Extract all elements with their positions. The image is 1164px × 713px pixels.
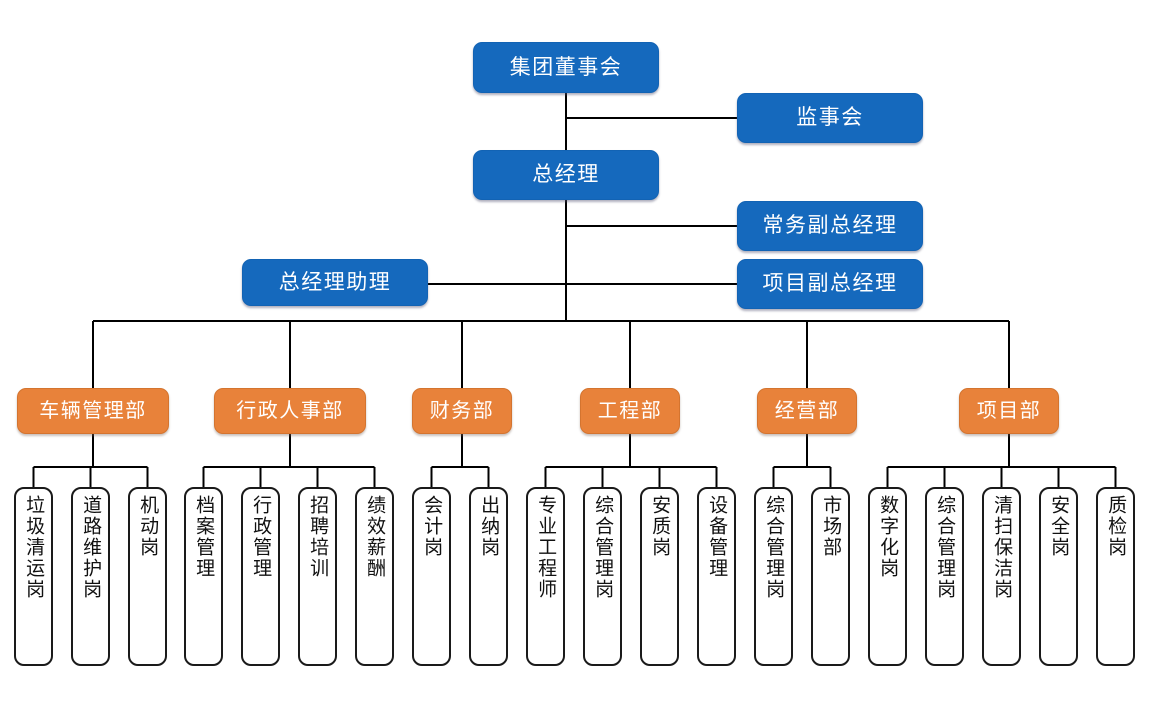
position-vehicle-2[interactable]: 机动岗 <box>128 487 167 666</box>
department-engineering[interactable]: 工程部 <box>580 388 680 434</box>
node-exec-vgm[interactable]: 常务副总经理 <box>737 201 923 251</box>
position-engineering-0[interactable]: 专业工程师 <box>526 487 565 666</box>
node-board[interactable]: 集团董事会 <box>473 42 659 93</box>
position-vehicle-0[interactable]: 垃圾清运岗 <box>14 487 53 666</box>
position-project-2[interactable]: 清扫保洁岗 <box>982 487 1021 666</box>
department-operations[interactable]: 经营部 <box>757 388 857 434</box>
position-operations-0[interactable]: 综合管理岗 <box>754 487 793 666</box>
node-gm-assistant[interactable]: 总经理助理 <box>242 259 428 306</box>
position-operations-1[interactable]: 市场部 <box>811 487 850 666</box>
position-finance-0[interactable]: 会计岗 <box>412 487 451 666</box>
node-gm[interactable]: 总经理 <box>473 150 659 200</box>
position-engineering-1[interactable]: 综合管理岗 <box>583 487 622 666</box>
department-project[interactable]: 项目部 <box>959 388 1059 434</box>
department-finance[interactable]: 财务部 <box>412 388 512 434</box>
position-finance-1[interactable]: 出纳岗 <box>469 487 508 666</box>
position-engineering-3[interactable]: 设备管理 <box>697 487 736 666</box>
position-admin-hr-2[interactable]: 招聘培训 <box>298 487 337 666</box>
position-project-3[interactable]: 安全岗 <box>1039 487 1078 666</box>
department-admin-hr[interactable]: 行政人事部 <box>214 388 366 434</box>
node-proj-vgm[interactable]: 项目副总经理 <box>737 259 923 309</box>
position-admin-hr-0[interactable]: 档案管理 <box>184 487 223 666</box>
position-project-1[interactable]: 综合管理岗 <box>925 487 964 666</box>
node-supervisory[interactable]: 监事会 <box>737 93 923 143</box>
position-admin-hr-1[interactable]: 行政管理 <box>241 487 280 666</box>
position-vehicle-1[interactable]: 道路维护岗 <box>71 487 110 666</box>
position-engineering-2[interactable]: 安质岗 <box>640 487 679 666</box>
position-project-0[interactable]: 数字化岗 <box>868 487 907 666</box>
position-admin-hr-3[interactable]: 绩效薪酬 <box>355 487 394 666</box>
department-vehicle[interactable]: 车辆管理部 <box>17 388 169 434</box>
position-project-4[interactable]: 质检岗 <box>1096 487 1135 666</box>
